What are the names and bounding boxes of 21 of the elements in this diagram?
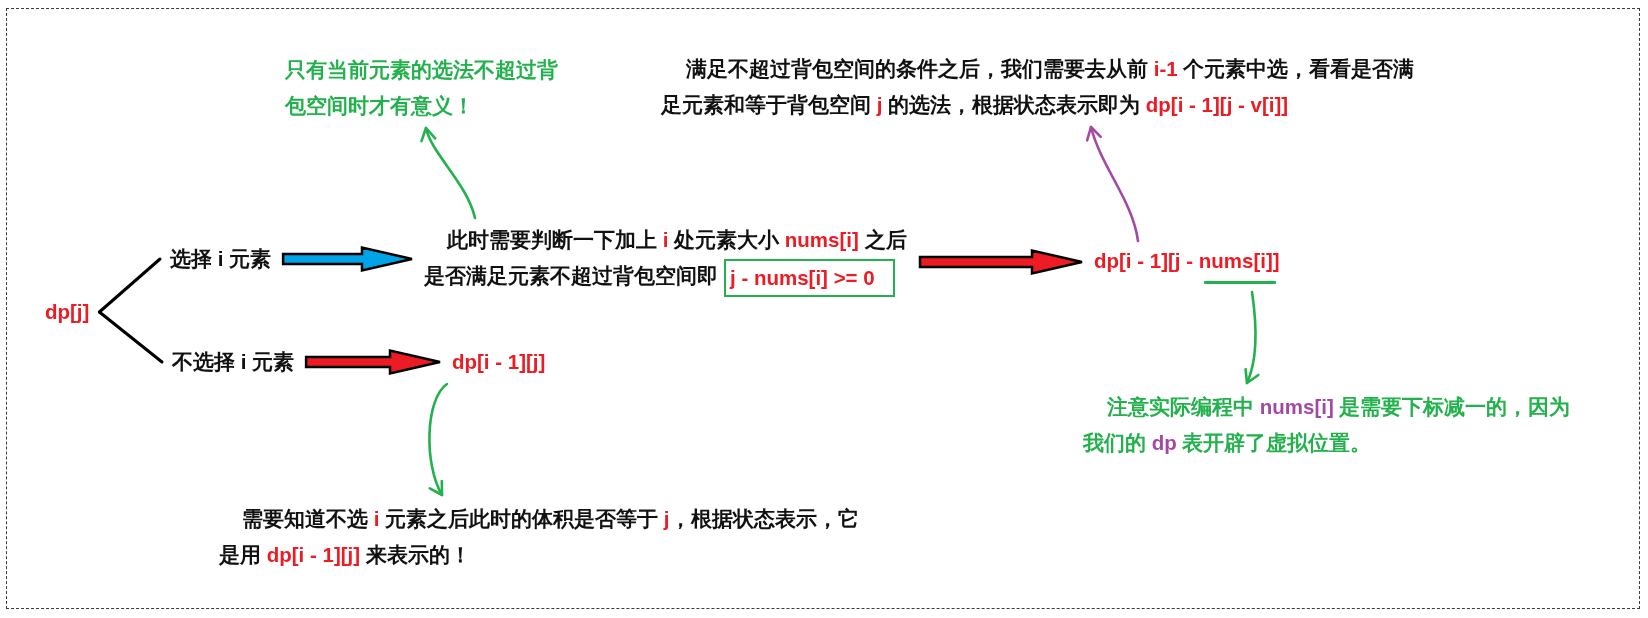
block-arrow <box>281 245 414 273</box>
formula-text: dp[j] <box>45 294 90 330</box>
formula-text: dp[i - 1][j] <box>452 344 546 380</box>
annotation-text: 只有当前元素的选法不超过背包空间时才有意义！ <box>285 52 561 124</box>
branch-label: 不选择 i 元素 <box>172 344 295 380</box>
hand-drawn-arrow <box>421 126 477 220</box>
branch-label: 选择 i 元素 <box>170 241 272 277</box>
hand-drawn-arrow <box>428 382 449 497</box>
annotation-text: 此时需要判断一下加上 i 处元素大小 nums[i] 之后是否满足元素不超过背包空间即 j - nums[i] >= 0 <box>424 222 908 297</box>
annotation-text: 满足不超过背包空间的条件之后，我们需要去从前 i-1 个元素中选，看看是否满足元素和等于背包空间 j 的选法，根据状态表示即为 dp[i - 1][j - v[i]] <box>661 51 1425 123</box>
hand-drawn-arrow <box>1086 125 1140 243</box>
branch-line <box>97 310 164 364</box>
block-arrow <box>918 248 1084 276</box>
underline-mark <box>1204 281 1276 284</box>
outlined-condition: j - nums[i] >= 0 <box>724 258 895 297</box>
formula-text: dp[i - 1][j - nums[i]] <box>1094 243 1280 279</box>
annotation-text: 注意实际编程中 nums[i] 是需要下标减一的，因为我们的 dp 表开辟了虚拟位置。 <box>1083 389 1571 461</box>
branch-line <box>97 257 162 314</box>
hand-drawn-arrow <box>1243 290 1260 385</box>
annotation-text: 需要知道不选 i 元素之后此时的体积是否等于 j，根据状态表示，它是用 dp[i - 1][j] 来表示的！ <box>219 501 867 573</box>
block-arrow <box>304 348 442 376</box>
